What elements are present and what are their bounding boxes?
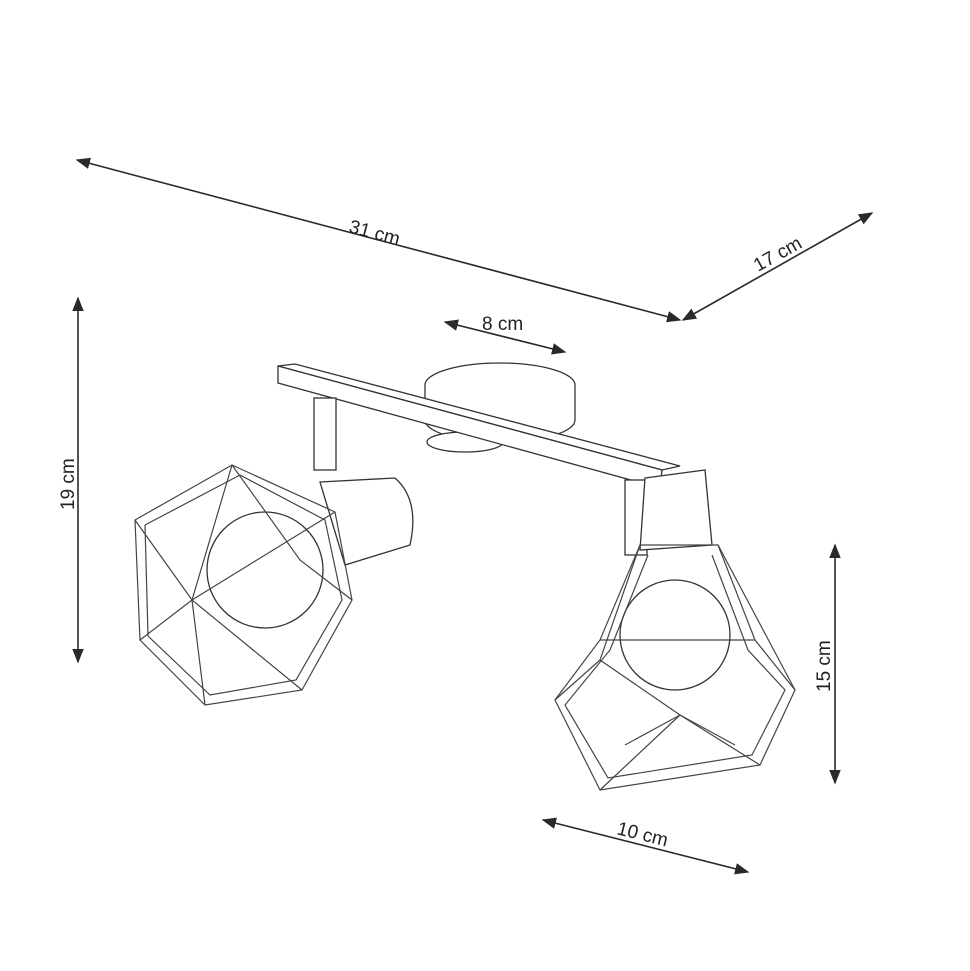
width-dimension-line bbox=[75, 157, 682, 323]
left-arm bbox=[313, 397, 337, 471]
lamp-illustration bbox=[134, 362, 796, 791]
left-cage bbox=[134, 464, 353, 706]
right-cage bbox=[554, 544, 796, 791]
shade-width-label: 10 cm bbox=[615, 818, 670, 851]
shade-height-label: 15 cm bbox=[814, 640, 835, 692]
height-label: 19 cm bbox=[58, 458, 79, 510]
shade-width-dimension-line bbox=[541, 817, 750, 875]
depth-dimension-line bbox=[681, 212, 874, 321]
depth-label: 17 cm bbox=[750, 233, 805, 276]
canopy-dimension-line bbox=[443, 319, 567, 355]
width-label: 31 cm bbox=[347, 217, 402, 251]
left-socket bbox=[319, 477, 414, 566]
right-bulb bbox=[619, 579, 731, 691]
canopy-label: 8 cm bbox=[482, 314, 523, 335]
right-socket bbox=[639, 469, 713, 551]
